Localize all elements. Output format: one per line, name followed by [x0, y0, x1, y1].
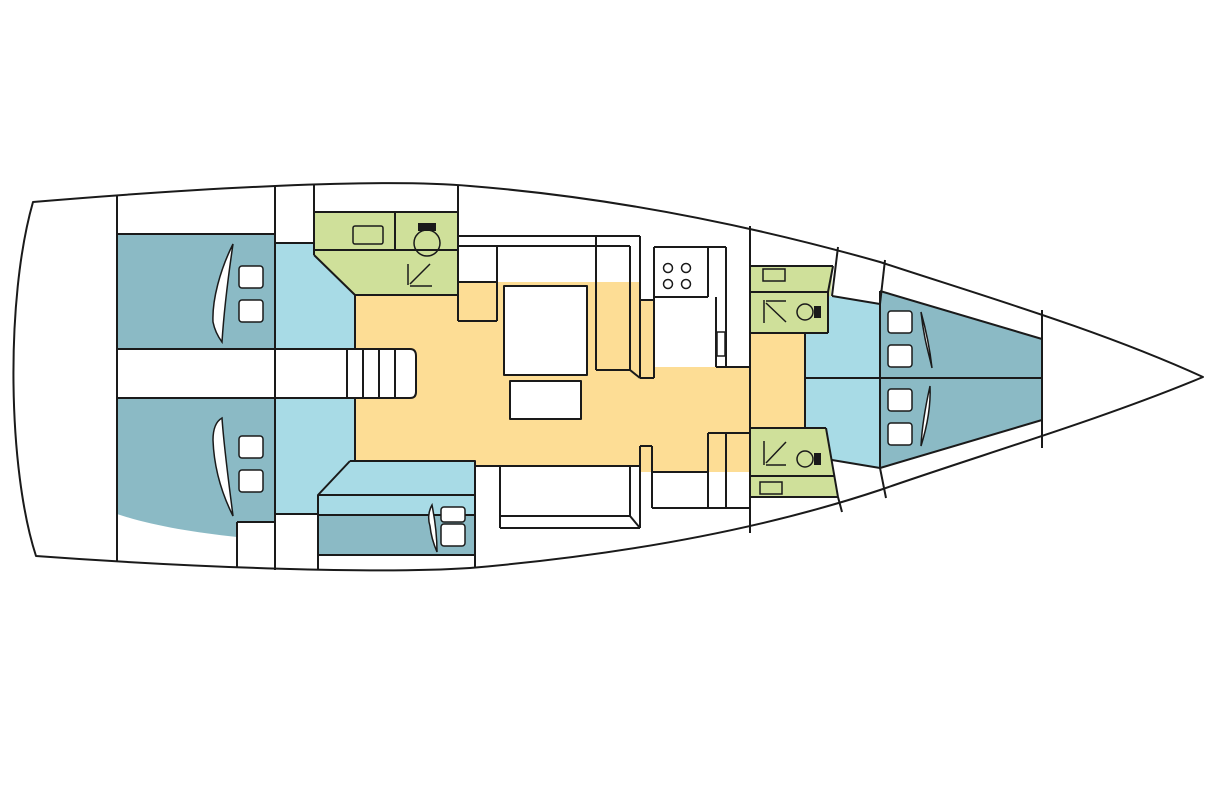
pillow-icon — [887, 344, 913, 368]
pillow-icon — [238, 435, 264, 459]
galley-sink-icon — [716, 331, 726, 357]
forward-starboard-head — [750, 428, 838, 497]
galley-counter-starboard — [500, 466, 640, 528]
furniture-outline — [503, 285, 588, 420]
aft-settee-bench — [117, 349, 347, 398]
forward-port-head-fixtures — [762, 268, 821, 323]
stove-burner-icon — [662, 262, 692, 290]
forward-cabin — [880, 291, 1042, 468]
forward-starboard-head-fixtures — [759, 441, 821, 495]
galley-counter-port — [458, 236, 640, 282]
toilet-icon — [796, 303, 821, 321]
aft-head-fixtures — [352, 223, 441, 287]
saloon-table — [510, 381, 581, 419]
companionway-stairs-icon — [346, 348, 417, 399]
pillow-icon — [440, 506, 466, 523]
aft-port-cabin — [117, 234, 275, 348]
pillow-icon — [887, 422, 913, 446]
aft-starboard-cabin — [117, 398, 275, 537]
pillow-icon — [440, 523, 466, 547]
aft-head — [314, 212, 458, 295]
shower-icon — [763, 300, 787, 323]
chart-table — [504, 286, 587, 375]
zones-layer — [117, 212, 1042, 555]
shower-icon — [763, 441, 787, 466]
sink-icon — [762, 268, 786, 282]
bulkheads — [116, 184, 1043, 570]
shower-icon — [407, 263, 432, 287]
sheet-folds — [212, 243, 933, 553]
toilet-icon — [796, 450, 821, 468]
toilet-icon — [413, 223, 441, 257]
pillow-icon — [238, 299, 264, 323]
pillow-icon — [238, 469, 264, 493]
forward-cabin-floor — [805, 296, 880, 468]
saloon — [355, 282, 805, 472]
pillow-icon — [238, 265, 264, 289]
sink-icon — [352, 225, 384, 245]
sink-icon — [759, 481, 783, 495]
pillow-icon — [887, 310, 913, 334]
pillows — [238, 265, 913, 547]
hull-outline — [12, 182, 1204, 572]
pillow-icon — [887, 388, 913, 412]
